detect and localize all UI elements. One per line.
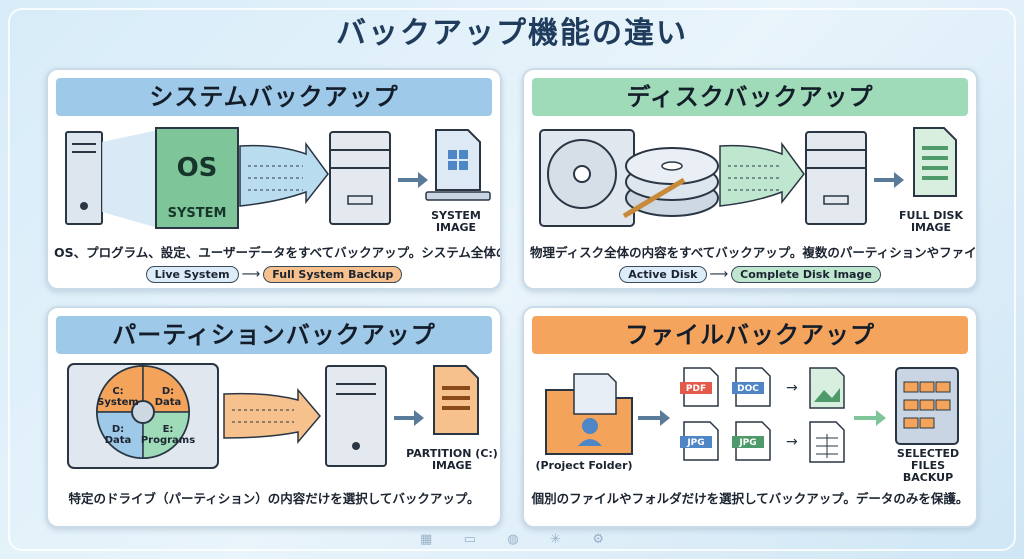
slice-label: D:Data — [155, 386, 182, 408]
partition-image-caption: PARTITION (C:)IMAGE — [406, 447, 498, 472]
window-icon: ▭ — [463, 531, 476, 547]
pc-tower-icon — [65, 131, 103, 225]
arrow-icon — [398, 172, 428, 188]
project-folder-caption: (Project Folder) — [535, 459, 633, 472]
complete-disk-image-pill: Complete Disk Image — [731, 266, 881, 283]
spreadsheet-file-icon — [809, 421, 845, 463]
arrow-icon — [854, 410, 886, 426]
file-backup-illustration: PDF DOC JPG JPG → → — [545, 367, 959, 463]
file-server-icon — [895, 367, 959, 445]
calendar-icon: ▦ — [420, 531, 433, 547]
partition-description: 特定のドライブ（パーティション）の内容だけを選択してバックアップ。 — [68, 491, 480, 506]
system-label: SYSTEM — [168, 206, 227, 221]
arrow-icon: → — [786, 434, 798, 450]
live-system-pill: Live System — [145, 266, 239, 283]
arrow-icon — [394, 410, 424, 426]
server-icon — [329, 131, 391, 225]
file-type-icons: PDF DOC JPG JPG — [680, 367, 771, 461]
system-description: OS、プログラム、設定、ユーザーデータをすべてバックアップ。システム全体の復元が… — [54, 245, 500, 260]
database-icon: ◍ — [507, 531, 519, 547]
os-label: OS — [177, 153, 218, 183]
file-type-label: JPG — [686, 438, 704, 448]
project-folder-icon — [545, 373, 633, 455]
slice-label: D:Data — [105, 424, 132, 446]
outer-frame — [8, 8, 1016, 551]
flow-arrow-icon — [719, 141, 805, 207]
image-file-icon — [809, 367, 845, 409]
disk-flow: Active Disk⟶Complete Disk Image — [524, 266, 976, 283]
server-icon — [805, 131, 867, 225]
flow-arrow-icon — [223, 387, 321, 445]
full-system-backup-pill: Full System Backup — [263, 266, 403, 283]
file-type-label: DOC — [737, 384, 759, 394]
os-system-box: OS SYSTEM — [155, 127, 239, 229]
page-title: バックアップ機能の違い — [336, 16, 688, 51]
file-type-label: PDF — [686, 384, 706, 394]
partition-image-icon — [433, 365, 479, 435]
arrow-icon: → — [786, 380, 798, 396]
partitioned-disk-icon: C:System D:Data D:Data E:Programs — [67, 363, 219, 469]
hard-disk-icon — [539, 129, 635, 227]
active-disk-pill: Active Disk — [619, 266, 707, 283]
disk-image-icon — [913, 127, 957, 197]
slice-label: E:Programs — [141, 424, 195, 446]
file-description: 個別のファイルやフォルダだけを選択してバックアップ。データのみを保護。 — [531, 491, 969, 506]
card-disk-backup: ディスクバックアップ — [522, 68, 978, 290]
file-type-label: JPG — [738, 438, 756, 448]
disk-platters-icon — [622, 147, 719, 219]
disk-description: 物理ディスク全体の内容をすべてバックアップ。複数のパーティションやファイルを含む… — [530, 245, 977, 260]
system-image-icon — [425, 129, 491, 201]
card-header-disk: ディスクバックアップ — [532, 78, 968, 116]
slice-label: C:System — [97, 386, 139, 408]
disk-backup-illustration — [539, 127, 957, 227]
pc-tower-icon — [325, 365, 387, 467]
flow-arrow-icon — [239, 141, 329, 207]
card-header-partition: パーティションバックアップ — [56, 316, 492, 354]
gear-icon: ⚙ — [592, 531, 604, 547]
arrow-icon — [874, 172, 904, 188]
card-system-backup: システムバックアップ OS SYSTEM — [46, 68, 502, 290]
system-flow: Live System⟶Full System Backup — [48, 266, 500, 283]
card-header-file: ファイルバックアップ — [532, 316, 968, 354]
card-header-system: システムバックアップ — [56, 78, 492, 116]
network-icon: ✳ — [550, 531, 561, 547]
right-arrow-icon: ⟶ — [241, 267, 261, 282]
footer-icon-strip: ▦ ▭ ◍ ✳ ⚙ — [420, 528, 604, 550]
card-file-backup: ファイルバックアップ PDF DOC JPG JPG — [522, 306, 978, 528]
right-arrow-icon: ⟶ — [709, 267, 729, 282]
arrow-icon — [638, 410, 670, 426]
card-partition-backup: パーティションバックアップ C:System D:Data D:Data E:P… — [46, 306, 502, 528]
partition-backup-illustration: C:System D:Data D:Data E:Programs — [67, 363, 479, 469]
system-backup-illustration: OS SYSTEM — [65, 127, 491, 229]
